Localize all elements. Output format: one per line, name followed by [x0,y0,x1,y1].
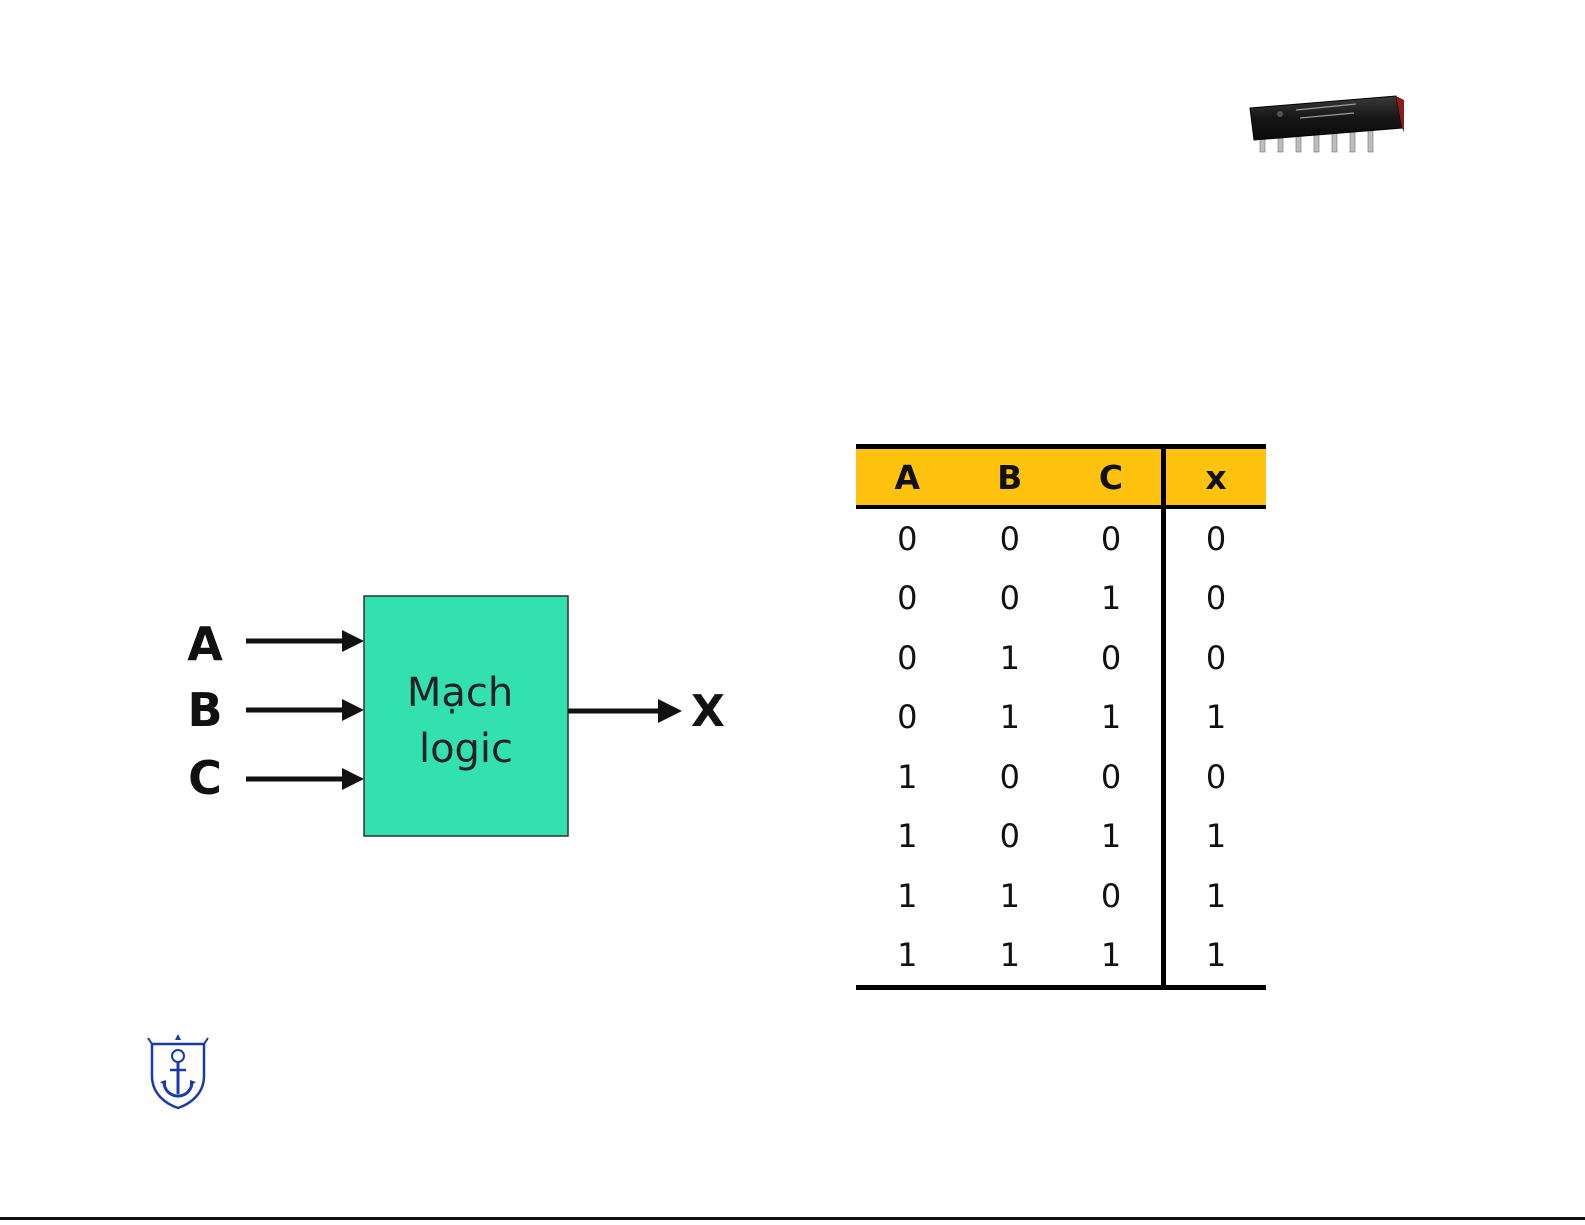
cell: 0 [1061,866,1164,926]
input-arrow-a [246,630,364,652]
cell: 1 [1164,926,1267,988]
cell: 0 [1061,747,1164,807]
input-label-c: C [188,751,222,805]
cell: 0 [1061,507,1164,569]
cell: 1 [1061,688,1164,748]
header-a: A [856,447,959,508]
output-label-x: X [691,686,725,737]
cell: 1 [1061,926,1164,988]
cell: 0 [1164,747,1267,807]
cell: 0 [959,507,1062,569]
cell: 1 [856,747,959,807]
cell: 1 [856,866,959,926]
cell: 0 [856,569,959,629]
cell: 0 [1164,628,1267,688]
table-row: 0 0 0 0 [856,507,1266,569]
cell: 0 [856,507,959,569]
input-arrow-b [246,699,364,721]
table-row: 1 0 1 1 [856,807,1266,867]
cell: 1 [959,628,1062,688]
header-c: C [1061,447,1164,508]
ic-chip-image [1246,92,1406,160]
input-arrow-c [246,768,364,790]
cell: 0 [1061,628,1164,688]
cell: 0 [856,628,959,688]
table-row: 0 1 0 0 [856,628,1266,688]
cell: 1 [1164,688,1267,748]
cell: 0 [1164,507,1267,569]
input-label-a: A [187,617,223,671]
header-x: x [1164,447,1267,508]
table-row: 1 0 0 0 [856,747,1266,807]
input-label-b: B [187,683,222,737]
table-row: 1 1 0 1 [856,866,1266,926]
block-label-line1: Mạch [407,670,513,716]
bottom-border-line [0,1217,1585,1220]
cell: 0 [959,569,1062,629]
cell: 0 [959,807,1062,867]
logic-circuit-diagram: A B C Mạch logic X [160,580,760,860]
cell: 1 [959,866,1062,926]
cell: 1 [856,926,959,988]
block-label-line2: logic [419,726,513,772]
cell: 1 [1061,807,1164,867]
truth-table-header: A B C x [856,447,1266,508]
cell: 1 [1164,807,1267,867]
truth-table: A B C x 0 0 0 0 0 0 1 0 0 1 0 0 0 1 1 1 [856,444,1266,990]
output-arrow [568,699,682,723]
table-row: 1 1 1 1 [856,926,1266,988]
cell: 0 [1164,569,1267,629]
logic-circuit-block [364,596,568,836]
cell: 1 [1061,569,1164,629]
cell: 0 [856,688,959,748]
cell: 1 [1164,866,1267,926]
anchor-shield-logo [146,1030,210,1110]
cell: 0 [959,747,1062,807]
table-row: 0 1 1 1 [856,688,1266,748]
table-row: 0 0 1 0 [856,569,1266,629]
cell: 1 [856,807,959,867]
cell: 1 [959,926,1062,988]
cell: 1 [959,688,1062,748]
header-b: B [959,447,1062,508]
